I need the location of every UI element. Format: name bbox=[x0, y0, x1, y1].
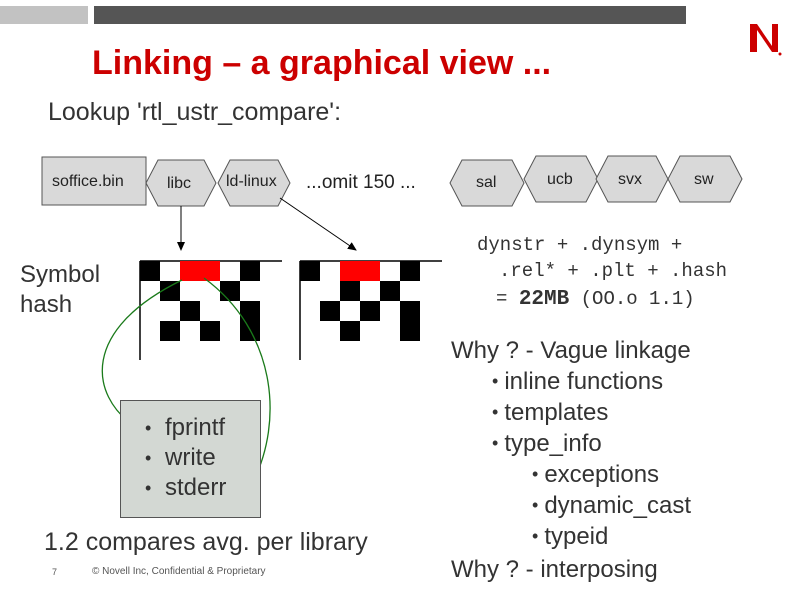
hash-to-stderr-arrow bbox=[203, 277, 271, 485]
sections-line-2: .rel* + .plt + .hash bbox=[499, 260, 728, 282]
resolved-functions-box: fprintf write stderr bbox=[120, 400, 261, 518]
total-size: 22MB bbox=[518, 288, 570, 311]
libc-hexagon bbox=[145, 159, 217, 207]
sections-line-1: dynstr + .dynsym + bbox=[477, 234, 683, 256]
slide-title: Linking – a graphical view ... bbox=[92, 44, 552, 82]
header-bar-light bbox=[0, 6, 88, 24]
sal-hexagon bbox=[449, 159, 525, 207]
function-item: stderr bbox=[121, 473, 260, 503]
symbol-hash-table-ld-linux bbox=[299, 260, 442, 360]
hash-to-fprintf-arrow bbox=[101, 279, 183, 427]
compares-per-library: 1.2 compares avg. per library bbox=[44, 528, 368, 556]
ld-linux-lookup-arrow bbox=[279, 197, 357, 251]
page-number: 7 bbox=[52, 567, 58, 577]
vague-subitem: •dynamic_cast bbox=[532, 492, 692, 519]
symbol-hash-label: Symbol hash bbox=[20, 261, 101, 318]
lib-label-sal: sal bbox=[476, 174, 497, 191]
why-vague-linkage-heading: Why ? - Vague linkage bbox=[451, 337, 691, 364]
vague-subitem: •exceptions bbox=[532, 461, 660, 488]
vague-item: •type_info bbox=[492, 430, 602, 457]
function-item: fprintf bbox=[121, 413, 260, 443]
lib-label-svx: svx bbox=[618, 171, 642, 188]
why-interposing: Why ? - interposing bbox=[451, 556, 658, 583]
slide-subtitle: Lookup 'rtl_ustr_compare': bbox=[48, 98, 342, 126]
header-bar-dark bbox=[94, 6, 686, 24]
lib-label-libc: libc bbox=[167, 175, 192, 192]
novell-logo-icon bbox=[750, 24, 782, 56]
soffice-bin-box bbox=[41, 156, 147, 206]
vague-item: •templates bbox=[492, 399, 609, 426]
ld-linux-hexagon bbox=[217, 159, 291, 207]
copyright-notice: © Novell Inc, Confidential & Proprietary bbox=[92, 566, 266, 577]
lib-label-soffice-bin: soffice.bin bbox=[52, 173, 124, 190]
vague-item: •inline functions bbox=[492, 368, 664, 395]
sw-hexagon bbox=[667, 155, 743, 203]
omitted-libraries-note: ...omit 150 ... bbox=[306, 172, 416, 193]
vague-subitem: •typeid bbox=[532, 523, 609, 550]
function-item: write bbox=[121, 443, 260, 473]
lib-label-sw: sw bbox=[694, 171, 714, 188]
lib-label-ucb: ucb bbox=[547, 171, 573, 188]
symbol-hash-table-libc bbox=[139, 260, 282, 360]
sections-total: = 22MB (OO.o 1.1) bbox=[496, 288, 695, 311]
lib-label-ld-linux: ld-linux bbox=[226, 173, 277, 190]
